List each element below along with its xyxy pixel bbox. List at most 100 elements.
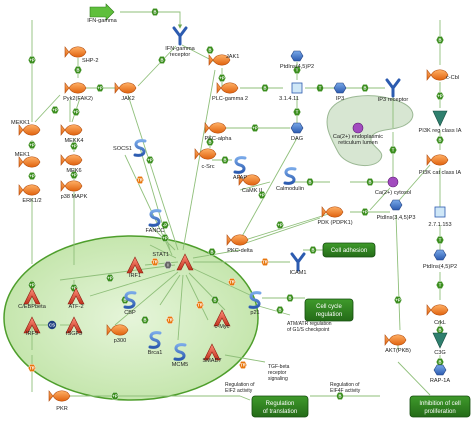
svg-text:+P: +P	[29, 143, 34, 148]
edge-marker-binding: B	[205, 46, 215, 54]
node-ifn-gamma-receptor[interactable]	[172, 26, 188, 46]
node-p300[interactable]	[106, 324, 129, 336]
node-jak1[interactable]	[208, 54, 231, 66]
node-c-cbl[interactable]	[426, 69, 449, 81]
process-cell-adhesion[interactable]: Cell adhesion	[322, 242, 376, 258]
node-ip3-receptor[interactable]	[385, 78, 401, 98]
node-c-myc[interactable]	[213, 309, 231, 327]
node-erk12[interactable]	[18, 184, 41, 196]
node-ptdins45p2-top[interactable]	[290, 50, 304, 62]
node-pkr[interactable]	[48, 390, 71, 402]
node-pkc-delta[interactable]	[226, 234, 249, 246]
node-jak2[interactable]	[114, 82, 137, 94]
node-atf2[interactable]	[67, 287, 85, 305]
node-pkc-alpha[interactable]	[204, 122, 227, 134]
node-c-src[interactable]	[194, 148, 217, 160]
node-rap1a[interactable]	[433, 364, 447, 376]
edge-marker-transcription-regulation: TR	[27, 364, 37, 372]
node-cbp[interactable]	[123, 291, 137, 309]
svg-text:B: B	[208, 140, 211, 145]
node-dag[interactable]	[290, 122, 304, 134]
node-label-pkc-alpha: PKC-alpha	[204, 136, 232, 142]
node-ca-er[interactable]	[352, 122, 364, 134]
node-mek6[interactable]	[60, 154, 83, 166]
node-mekk4[interactable]	[60, 124, 83, 136]
svg-text:B: B	[438, 38, 441, 43]
svg-text:B: B	[223, 158, 226, 163]
node-isgf3[interactable]	[65, 316, 83, 334]
node-cebp-beta[interactable]	[23, 287, 41, 305]
svg-text:B: B	[311, 248, 314, 253]
svg-text:B: B	[368, 180, 371, 185]
svg-text:+P: +P	[73, 110, 78, 115]
node-brca1[interactable]	[148, 331, 162, 349]
node-fancc[interactable]	[148, 209, 162, 227]
node-smad7[interactable]	[203, 343, 221, 361]
svg-text:TR: TR	[152, 260, 158, 265]
node-label-pi3k-cat-1a: PI3K cat class IA	[419, 170, 462, 176]
node-irf1[interactable]	[126, 256, 144, 274]
edge-marker-binding: B	[435, 36, 445, 44]
node-shp2[interactable]	[64, 46, 87, 58]
edge-marker-phosphorylation: +P	[217, 74, 227, 82]
edge-marker-phosphorylation: +P	[27, 56, 37, 64]
process-inhibition-label-1: Inhibition of cell	[419, 401, 460, 407]
node-pdk-pdpk1[interactable]	[321, 206, 344, 218]
edge-marker-phosphorylation: +P	[50, 106, 60, 114]
node-icam1[interactable]	[290, 252, 306, 272]
node-camk2[interactable]	[238, 174, 261, 186]
node-plc-gamma2[interactable]	[216, 82, 239, 94]
edge-marker-transformation: T	[435, 281, 445, 289]
node-mekk1[interactable]	[18, 124, 41, 136]
edge-marker-transformation: T	[292, 108, 302, 116]
node-c3g[interactable]	[432, 332, 448, 349]
process-cell-cycle-regulation[interactable]: Cell cycle regulation	[304, 298, 354, 322]
node-p38-mapk[interactable]	[60, 180, 83, 192]
node-pi3k-cat-1a[interactable]	[426, 154, 449, 166]
node-label-c3g: C3G	[434, 350, 446, 356]
node-label-ip3-receptor: IP3 receptor	[378, 97, 409, 103]
process-inhibition-of-cell-proliferation[interactable]: Inhibition of cell proliferation	[409, 395, 471, 418]
node-akt-pkb[interactable]	[384, 334, 407, 346]
node-ptdins45p2-right[interactable]	[433, 249, 447, 261]
node-ptdins345p3[interactable]	[389, 199, 403, 211]
edge-marker-phosphorylation: +P	[250, 124, 260, 132]
node-p21[interactable]	[248, 291, 262, 309]
svg-text:+P: +P	[362, 210, 367, 215]
node-crkl[interactable]	[426, 304, 449, 316]
node-mcm5[interactable]	[173, 343, 187, 361]
node-socs1[interactable]	[133, 139, 147, 157]
svg-text:B: B	[288, 296, 291, 301]
edge-marker-binding: B	[285, 294, 295, 302]
edge-marker-phosphorylation: +P	[160, 234, 170, 242]
node-ip3[interactable]	[333, 82, 347, 94]
process-translation-label-1: Regulation	[266, 401, 295, 407]
node-label-calmodulin: Calmodulin	[276, 186, 304, 192]
node-calmodulin[interactable]	[283, 167, 297, 185]
node-pyk2[interactable]	[64, 82, 87, 94]
node-ec-2-7-1-153[interactable]	[434, 206, 446, 218]
edge-marker-binding: B	[275, 306, 285, 314]
node-irf9[interactable]	[23, 316, 41, 334]
svg-text:+P: +P	[29, 174, 34, 179]
svg-text:B: B	[438, 328, 441, 333]
node-afap[interactable]	[233, 156, 247, 174]
process-regulation-of-translation[interactable]: Regulation of translation	[251, 395, 309, 418]
node-ca-cytosol[interactable]	[387, 176, 399, 188]
edge-marker-transcription-regulation: TR	[260, 258, 270, 266]
node-ec-3-1-4-11[interactable]	[291, 82, 303, 94]
node-stat1[interactable]	[176, 253, 194, 271]
node-pi3k-reg-1a[interactable]	[432, 110, 448, 127]
svg-text:+P: +P	[71, 286, 76, 291]
node-label-icam1: ICAM1	[289, 270, 306, 276]
node-label-ifn-gamma: IFN-gamma	[87, 18, 117, 24]
node-mek1[interactable]	[18, 156, 41, 168]
node-ifn-gamma[interactable]	[89, 3, 115, 21]
